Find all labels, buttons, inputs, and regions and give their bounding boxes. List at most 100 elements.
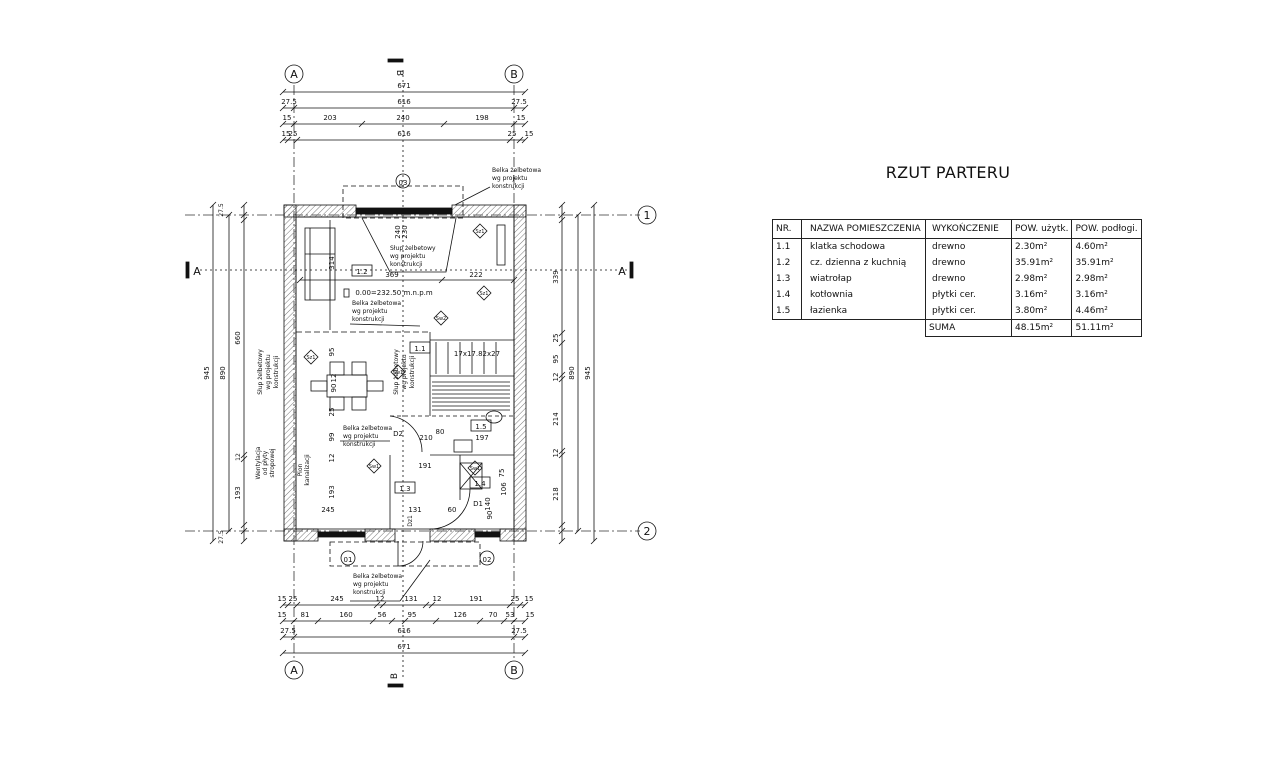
dimension-tick — [279, 104, 287, 112]
dimension-tick — [279, 120, 287, 128]
dim-bottom-1-8: 15 — [525, 595, 534, 603]
dimension-tick — [225, 527, 233, 535]
interior-dim: 314 — [328, 256, 336, 270]
note-belka-bottom-line0: Belka żelbetowa — [353, 573, 402, 580]
marker-sz1-label: Sz1 — [476, 229, 485, 235]
note-slup-mid-line1: wg projektu — [401, 354, 408, 390]
dim-top-15-left: 15 — [283, 114, 292, 122]
dimension-tick — [279, 649, 287, 657]
dimension-tick — [401, 617, 409, 625]
dim-top-240: 240 — [396, 114, 409, 122]
dimension-tick — [558, 451, 566, 459]
interior-dim: 193 — [328, 485, 336, 498]
dimension-tick — [240, 451, 248, 459]
marker-sw2-icon — [433, 310, 449, 326]
dimension-tick — [521, 104, 529, 112]
dim-bottom-2-1: 81 — [301, 611, 310, 619]
dim-bottom-2-2: 160 — [339, 611, 352, 619]
dimension-tick — [209, 201, 217, 209]
cell-usable-area: 2.98m² — [1010, 271, 1073, 287]
dimension-tick — [225, 211, 233, 219]
dimension-tick — [558, 211, 566, 219]
interior-dim: 90 — [486, 511, 494, 520]
sum-floor: 51.11m² — [1071, 319, 1142, 337]
dimension-tick — [590, 201, 598, 209]
level-note: 0.00=232.50 m.n.p.m — [355, 289, 433, 297]
beam-outline-top — [342, 185, 464, 219]
boiler-shaft — [459, 462, 483, 490]
dimension-tick — [240, 455, 248, 463]
kitchen-fixture — [496, 224, 506, 266]
axis-bubble-a-bottom — [284, 660, 304, 680]
dimension-tick — [558, 527, 566, 535]
note-vent-line1: od płyty — [262, 450, 269, 475]
interior-dim: 369 — [385, 271, 398, 279]
toilet — [485, 410, 503, 424]
dimension-tick — [506, 601, 514, 609]
dimension-tick — [279, 88, 287, 96]
dim-right-25: 25 — [552, 334, 560, 343]
dimension-tick — [240, 537, 248, 545]
marker-sw2-label: Sw2 — [436, 316, 446, 322]
dim-top-671: 671 — [397, 82, 410, 90]
dimension-tick — [558, 537, 566, 545]
note-belka-d2-line1: wg projektu — [343, 433, 379, 440]
dimension-tick — [290, 104, 298, 112]
interior-dim: 80 — [436, 428, 445, 436]
dim-bottom-671: 671 — [397, 643, 410, 651]
section-mark-b-top-label: B — [394, 70, 404, 76]
note-slup-mid-line0: Słup żelbetowy — [393, 349, 400, 395]
dim-bottom-2-5: 126 — [453, 611, 467, 619]
dim-left-27-5-bottom: 27.5 — [218, 530, 225, 544]
table-header-row: NR. NAZWA POMIESZCZENIA WYKOŃCZENIE POW.… — [772, 219, 1142, 239]
room-tag-label: 1.3 — [399, 485, 410, 493]
room-tag-box — [351, 264, 373, 277]
section-mark-a-right — [629, 261, 634, 279]
dimension-tick — [510, 633, 518, 641]
section-mark-a-left — [185, 261, 190, 279]
dim-top-198: 198 — [475, 114, 488, 122]
interior-dim: 197 — [475, 434, 488, 442]
cell-usable-area: 35.91m² — [1010, 255, 1073, 271]
axis-bubble-b-top — [504, 64, 524, 84]
stairs-note: 17x17.82x27 — [454, 350, 500, 358]
dimension-tick — [240, 211, 248, 219]
interior-dim: 99 — [328, 433, 336, 442]
section-mark-a-left-label: A — [193, 265, 201, 278]
dim-top-15c: 15 — [525, 130, 534, 138]
dim-top-15-right: 15 — [517, 114, 526, 122]
note-belka-d2-line0: Belka żelbetowa — [343, 425, 392, 432]
dim-right-12: 12 — [552, 449, 560, 458]
dim-bottom-1-7: 25 — [511, 595, 520, 603]
axis-bubble-2 — [637, 521, 657, 541]
dimension-tick — [290, 617, 298, 625]
note-slup-left-line1: wg projektu — [265, 354, 272, 390]
dimension-tick — [521, 649, 529, 657]
window-02 — [474, 531, 501, 538]
window-03 — [355, 207, 453, 215]
door-d1-label: D1 — [473, 500, 483, 508]
cell-usable-area: 2.30m² — [1010, 238, 1073, 255]
room-tag-label: 1.5 — [475, 423, 486, 431]
note-belka-top-line2: konstrukcji — [492, 183, 525, 190]
wall-bottom-right — [499, 528, 527, 542]
window-tag-03 — [395, 173, 411, 189]
chair — [329, 396, 345, 411]
dimension-tick — [290, 633, 298, 641]
window-tag-03-label: 03 — [399, 179, 408, 187]
dimension-tick — [516, 136, 524, 144]
cell-usable-area: 3.16m² — [1010, 287, 1073, 303]
cell-floor-area: 2.98m² — [1071, 271, 1142, 287]
note-belka-d2-line2: konstrukcji — [343, 441, 376, 448]
axis-bubble-2-label: 2 — [644, 525, 651, 538]
note-slup-left-line2: konstrukcji — [273, 355, 280, 388]
cell-floor-area: 4.60m² — [1071, 238, 1142, 255]
door-dz1-swing — [397, 540, 424, 567]
door-d1-swing — [429, 488, 471, 530]
dim-top-25-right: 25 — [508, 130, 517, 138]
window-tag-01-label: 01 — [344, 556, 353, 564]
dimension-tick — [279, 633, 287, 641]
dimension-tick — [240, 527, 248, 535]
chair — [351, 396, 367, 411]
marker-sz1-label: Sz1 — [307, 355, 316, 361]
